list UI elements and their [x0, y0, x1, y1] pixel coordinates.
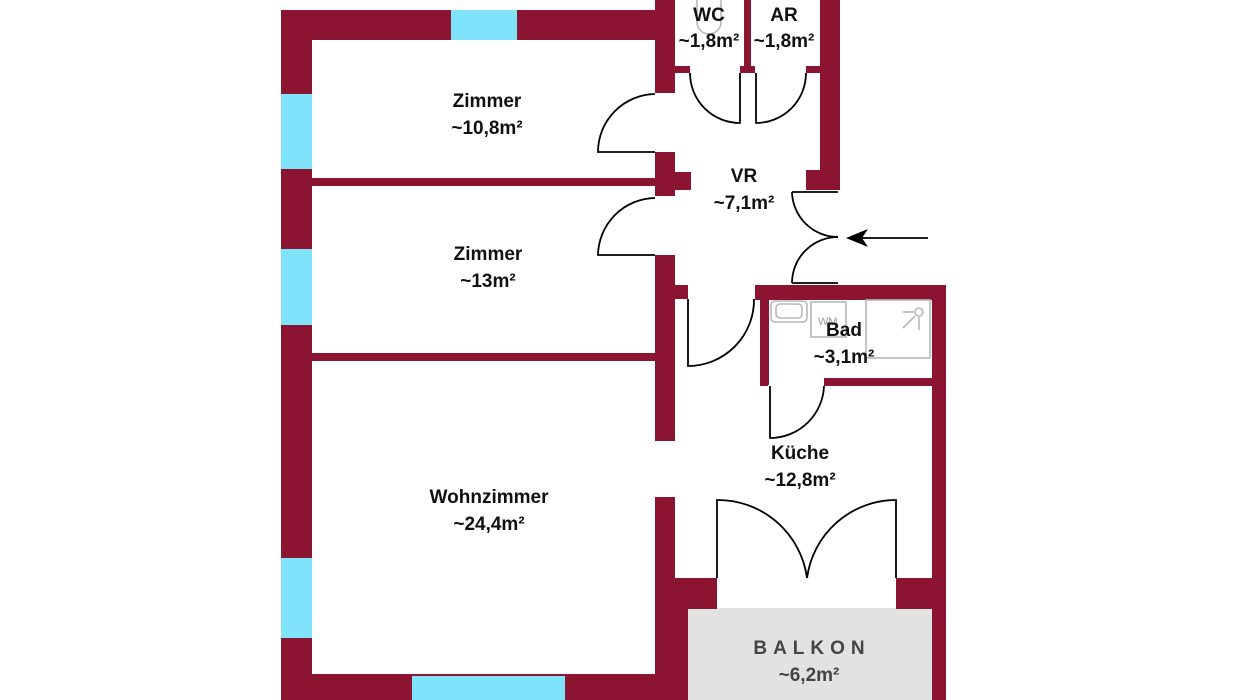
toilet-icon	[696, 0, 722, 35]
windows	[281, 10, 565, 700]
room-kueche-name: Küche	[771, 443, 829, 464]
wall-vr-left-stub	[655, 172, 691, 190]
washing-machine-label: WM	[818, 316, 838, 328]
sink-basin-icon	[775, 303, 803, 319]
room-vr-area: ~7,1m²	[714, 193, 775, 214]
door-wc	[689, 72, 741, 124]
wall-zimmer1-right	[655, 90, 675, 93]
room-wohnzimmer-name: Wohnzimmer	[430, 487, 550, 508]
wall-bad-left	[760, 285, 769, 385]
room-ar-name: AR	[770, 5, 798, 26]
window-left-wohnzimmer	[281, 558, 312, 638]
door-entrance-lower	[791, 236, 839, 284]
washing-machine-icon	[810, 301, 847, 338]
door-zimmer2	[597, 197, 656, 256]
entrance-arrow-icon	[846, 229, 928, 247]
wall-balkon-left	[675, 609, 688, 700]
door-bad	[769, 385, 825, 439]
room-bad-area: ~3,1m²	[814, 347, 875, 368]
wall-divider-stub	[740, 66, 755, 73]
door-ar	[755, 72, 807, 124]
wall-right	[932, 285, 946, 700]
balcony-floor	[688, 608, 932, 700]
wall-zimmer2-wohnzimmer	[312, 353, 655, 361]
wall-wc-left	[655, 0, 675, 93]
room-vr-name: VR	[731, 166, 758, 187]
room-zimmer1-area: ~10,8m²	[451, 118, 522, 139]
wall-kueche-bottom-left	[655, 578, 717, 609]
room-wohnzimmer-area: ~24,4m²	[453, 514, 524, 535]
wall-wc-stub	[655, 66, 690, 73]
wall-bad-bottom-left	[760, 378, 768, 386]
door-balcony-left	[716, 499, 808, 579]
door-entrance-upper	[791, 191, 839, 238]
room-balkon-name: BALKON	[753, 638, 870, 659]
room-wc-name: WC	[693, 5, 725, 26]
wall-vr-left-lower	[655, 255, 675, 441]
door-kueche-vr	[687, 298, 755, 367]
wall-kueche-bottom-right	[896, 578, 932, 609]
door-zimmer1	[597, 93, 656, 153]
door-balcony-right	[806, 499, 897, 579]
doors	[597, 72, 897, 579]
window-left-zimmer2	[281, 249, 312, 325]
room-wc-area: ~1,8m²	[679, 31, 740, 52]
wall-vr-corner	[806, 170, 840, 190]
wall-vr-stub2	[655, 285, 688, 299]
shower-line-2	[902, 315, 916, 329]
room-labels: WC ~1,8m² AR ~1,8m² Zimmer ~10,8m² VR ~7…	[430, 5, 875, 686]
window-top	[451, 10, 517, 40]
room-zimmer1-name: Zimmer	[453, 91, 522, 112]
room-kueche-area: ~12,8m²	[764, 470, 835, 491]
wall-ar-stub	[806, 66, 820, 73]
room-ar-area: ~1,8m²	[754, 31, 815, 52]
room-bad-name: Bad	[826, 320, 862, 341]
wall-ar-right	[820, 0, 840, 190]
window-left-zimmer1	[281, 94, 312, 169]
sink-icon	[770, 300, 808, 323]
window-bottom-wohnzimmer	[412, 676, 565, 700]
wall-bad-top	[755, 285, 946, 300]
room-zimmer2-area: ~13m²	[460, 271, 515, 292]
fixtures: WM	[696, 0, 931, 359]
wall-bad-bottom	[824, 378, 934, 386]
wall-wc-ar-divider	[744, 0, 751, 73]
shower-icon	[865, 299, 931, 359]
room-balkon-area: ~6,2m²	[779, 665, 840, 686]
wall-zimmer1-zimmer2	[312, 178, 655, 186]
shower-head-icon	[914, 307, 924, 317]
room-zimmer2-name: Zimmer	[454, 244, 523, 265]
